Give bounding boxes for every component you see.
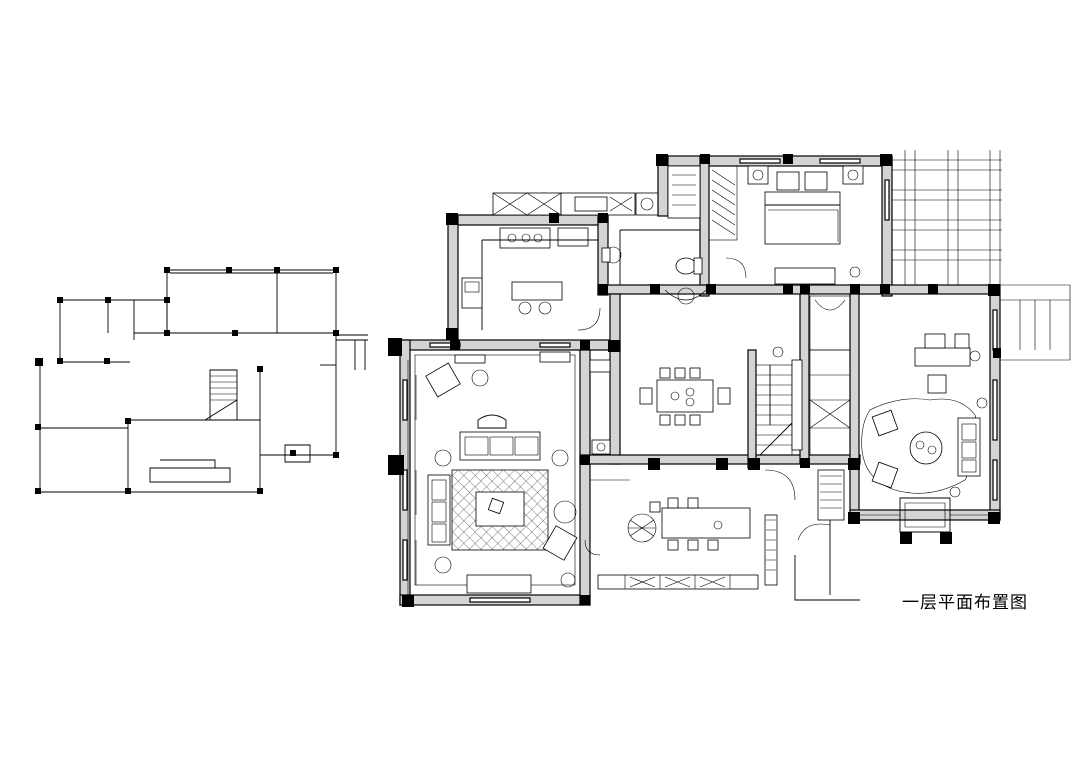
staircase <box>755 359 803 456</box>
plan-title: 一层平面布置图 <box>902 593 1028 613</box>
key-plan <box>35 267 368 494</box>
pergola <box>892 150 1002 285</box>
main-plan <box>388 150 1071 607</box>
